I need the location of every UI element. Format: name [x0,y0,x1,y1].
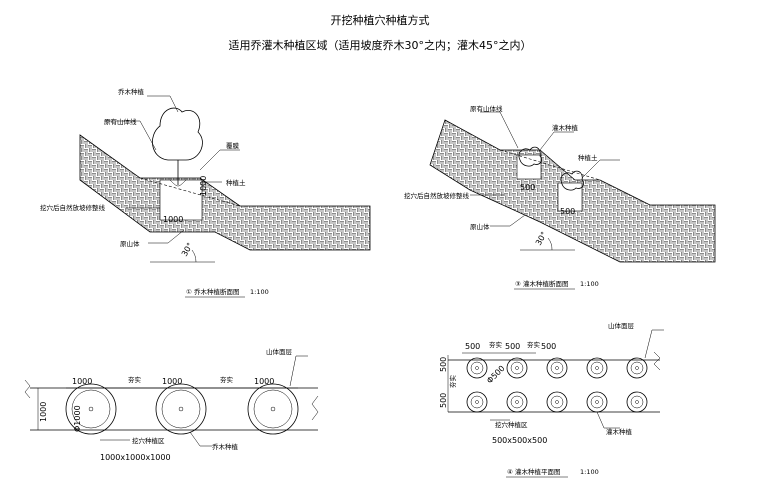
dim-top-1: 1000 [72,377,92,386]
slope-angle-label: 30° [180,241,195,258]
label-mountain-surface: 山体面层 [608,321,635,330]
label-original-slope-line: 原有山体线 [104,117,137,126]
tree-icon [152,107,203,187]
dim-top-4: 夯实 [527,340,541,349]
dim-hole-b: 500 [560,207,575,216]
dim-side: 1000 [39,402,48,422]
caption-scale: 1:100 [580,280,599,288]
label-mulch: 覆膜 [226,141,240,150]
tree-plan-hole-3 [247,383,299,435]
dim-top-5: 1000 [254,377,274,386]
label-trim-line: 挖穴后自然放坡修整线 [404,191,470,200]
label-hole-size: 500x500x500 [492,436,547,445]
dim-top-4: 夯实 [220,375,234,384]
label-hole-size: 1000x1000x1000 [100,453,171,462]
dim-top-3: 1000 [162,377,182,386]
dim-top-3: 500 [505,342,520,351]
label-planting-soil: 种植土 [226,178,246,187]
caption-number: ④ [507,468,513,476]
shrub-plan-holes-row-2 [466,391,648,413]
label-planting-zone: 挖穴种植区 [132,436,165,445]
caption-scale: 1:100 [250,288,269,296]
label-planting-zone: 挖穴种植区 [495,420,528,429]
dim-hole-vertical: 1000 [199,176,208,196]
tree-plan-hole-1 [65,383,117,435]
original-slope-line [139,177,241,207]
label-planting-soil: 种植土 [578,153,598,162]
page-subtitle: 适用乔灌木种植区域（适用坡度乔木30°之内；灌木45°之内） [229,38,532,52]
label-mountain: 原山体 [120,239,140,248]
dim-hole-horizontal: 1000 [163,215,183,224]
tree-plan-drawing: 1000 夯实 1000 夯实 1000 1000 Φ1000 山体面层 挖穴种… [24,347,319,462]
dim-side-mid: 夯实 [448,375,457,389]
slope-angle-label: 30° [534,230,549,247]
label-trim-line: 挖穴后自然放坡修整线 [40,203,106,212]
shrub-section-drawing: 原有山体线 灌木种植 种植土 500 500 挖穴后自然放坡修整线 原山体 30… [404,104,716,290]
dim-top-2: 夯实 [128,375,142,384]
label-shrub-planting: 灌木种植 [606,427,633,436]
shrub-icon [560,170,584,191]
dim-top-5: 500 [541,342,556,351]
dim-top-2: 夯实 [489,340,503,349]
label-tree-planting: 乔木种植 [118,87,145,96]
shrub-icon [518,146,542,167]
shrub-plan-drawing: 500 夯实 500 夯实 500 500 夯实 500 Φ500 山体面层 挖… [439,321,664,478]
tree-plan-hole-2 [155,383,207,435]
dim-diameter: Φ500 [485,364,507,386]
original-slope-line [499,149,601,181]
dim-hole-a: 500 [520,183,535,192]
label-tree-planting: 乔木种植 [212,442,239,451]
label-shrub-planting: 灌木种植 [552,123,579,132]
caption-scale: 1:100 [580,468,599,476]
dim-side-bottom: 500 [439,393,448,408]
page-title: 开挖种植穴种植方式 [331,13,430,27]
dim-side-top: 500 [439,357,448,372]
mountain-body-hatch [79,134,371,251]
tree-planting-hole [159,179,203,221]
caption-shrub-plan: 灌木种植平面图 [515,467,561,476]
caption-number: ① [186,288,192,296]
caption-tree-section: 乔木种植断面图 [194,287,240,296]
caption-shrub-section: 灌木种植断面图 [523,279,569,288]
dim-top-1: 500 [465,342,480,351]
tree-section-drawing: 乔木种植 原有山体线 覆膜 种植土 1000 挖穴后自然放坡修整线 1000 原… [40,87,371,298]
shrub-plan-holes-row-1 [466,357,648,379]
dim-diameter: Φ1000 [73,405,82,432]
shrub-planting-hole-2 [557,182,583,212]
label-mountain: 原山体 [470,222,490,231]
label-original-slope-line: 原有山体线 [470,104,503,113]
label-mountain-surface: 山体面层 [266,347,293,356]
caption-number: ③ [515,280,521,288]
